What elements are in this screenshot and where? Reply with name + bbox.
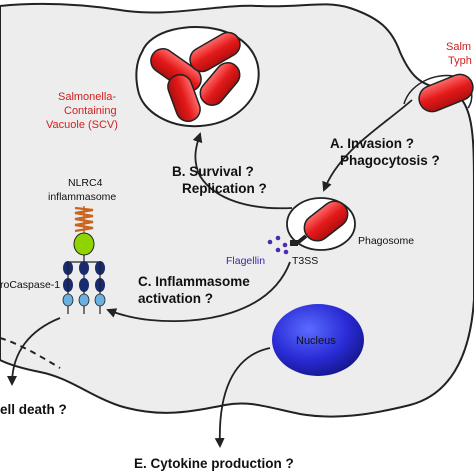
label-nlrc4-2: inflammasome <box>48 191 116 203</box>
label-salmonella-typhi-2: Typh <box>448 55 472 67</box>
label-invasion: A. Invasion ? <box>330 136 414 151</box>
label-cell-death: ell death ? <box>0 402 67 417</box>
label-scv-3: Vacuole (SCV) <box>46 119 118 131</box>
label-inflammasome-1: C. Inflammasome <box>138 274 250 289</box>
label-scv-1: Salmonella- <box>58 91 116 103</box>
arrow-survival <box>192 132 293 210</box>
label-phagocytosis: Phagocytosis ? <box>340 153 440 168</box>
label-t3ss: T3SS <box>292 255 318 267</box>
arrow-cell-death <box>7 317 61 386</box>
label-survival: B. Survival ? <box>172 164 254 179</box>
dashed-membrane <box>0 337 61 369</box>
nlrc4-inflammasome-icon <box>62 206 106 314</box>
label-flagellin: Flagellin <box>226 255 265 267</box>
label-procaspase: roCaspase-1 <box>0 279 60 291</box>
label-cytokine: E. Cytokine production ? <box>134 456 294 471</box>
nucleus <box>272 304 364 376</box>
label-inflammasome-2: activation ? <box>138 291 213 306</box>
arrow-inflammasome <box>106 261 291 323</box>
label-nucleus: Nucleus <box>296 335 336 347</box>
phagosome <box>286 197 356 251</box>
label-scv-2: Containing <box>64 105 117 117</box>
arrow-invasion <box>322 99 413 192</box>
entering-bacterium <box>403 73 474 113</box>
label-nlrc4-1: NLRC4 <box>68 177 103 189</box>
arrow-cytokine <box>214 347 271 448</box>
flagellin-dots <box>267 235 289 255</box>
scv-vacuole <box>135 26 260 128</box>
label-salmonella-typhi-1: Salm <box>446 41 471 53</box>
label-replication: Replication ? <box>182 181 267 196</box>
label-phagosome: Phagosome <box>358 235 414 247</box>
